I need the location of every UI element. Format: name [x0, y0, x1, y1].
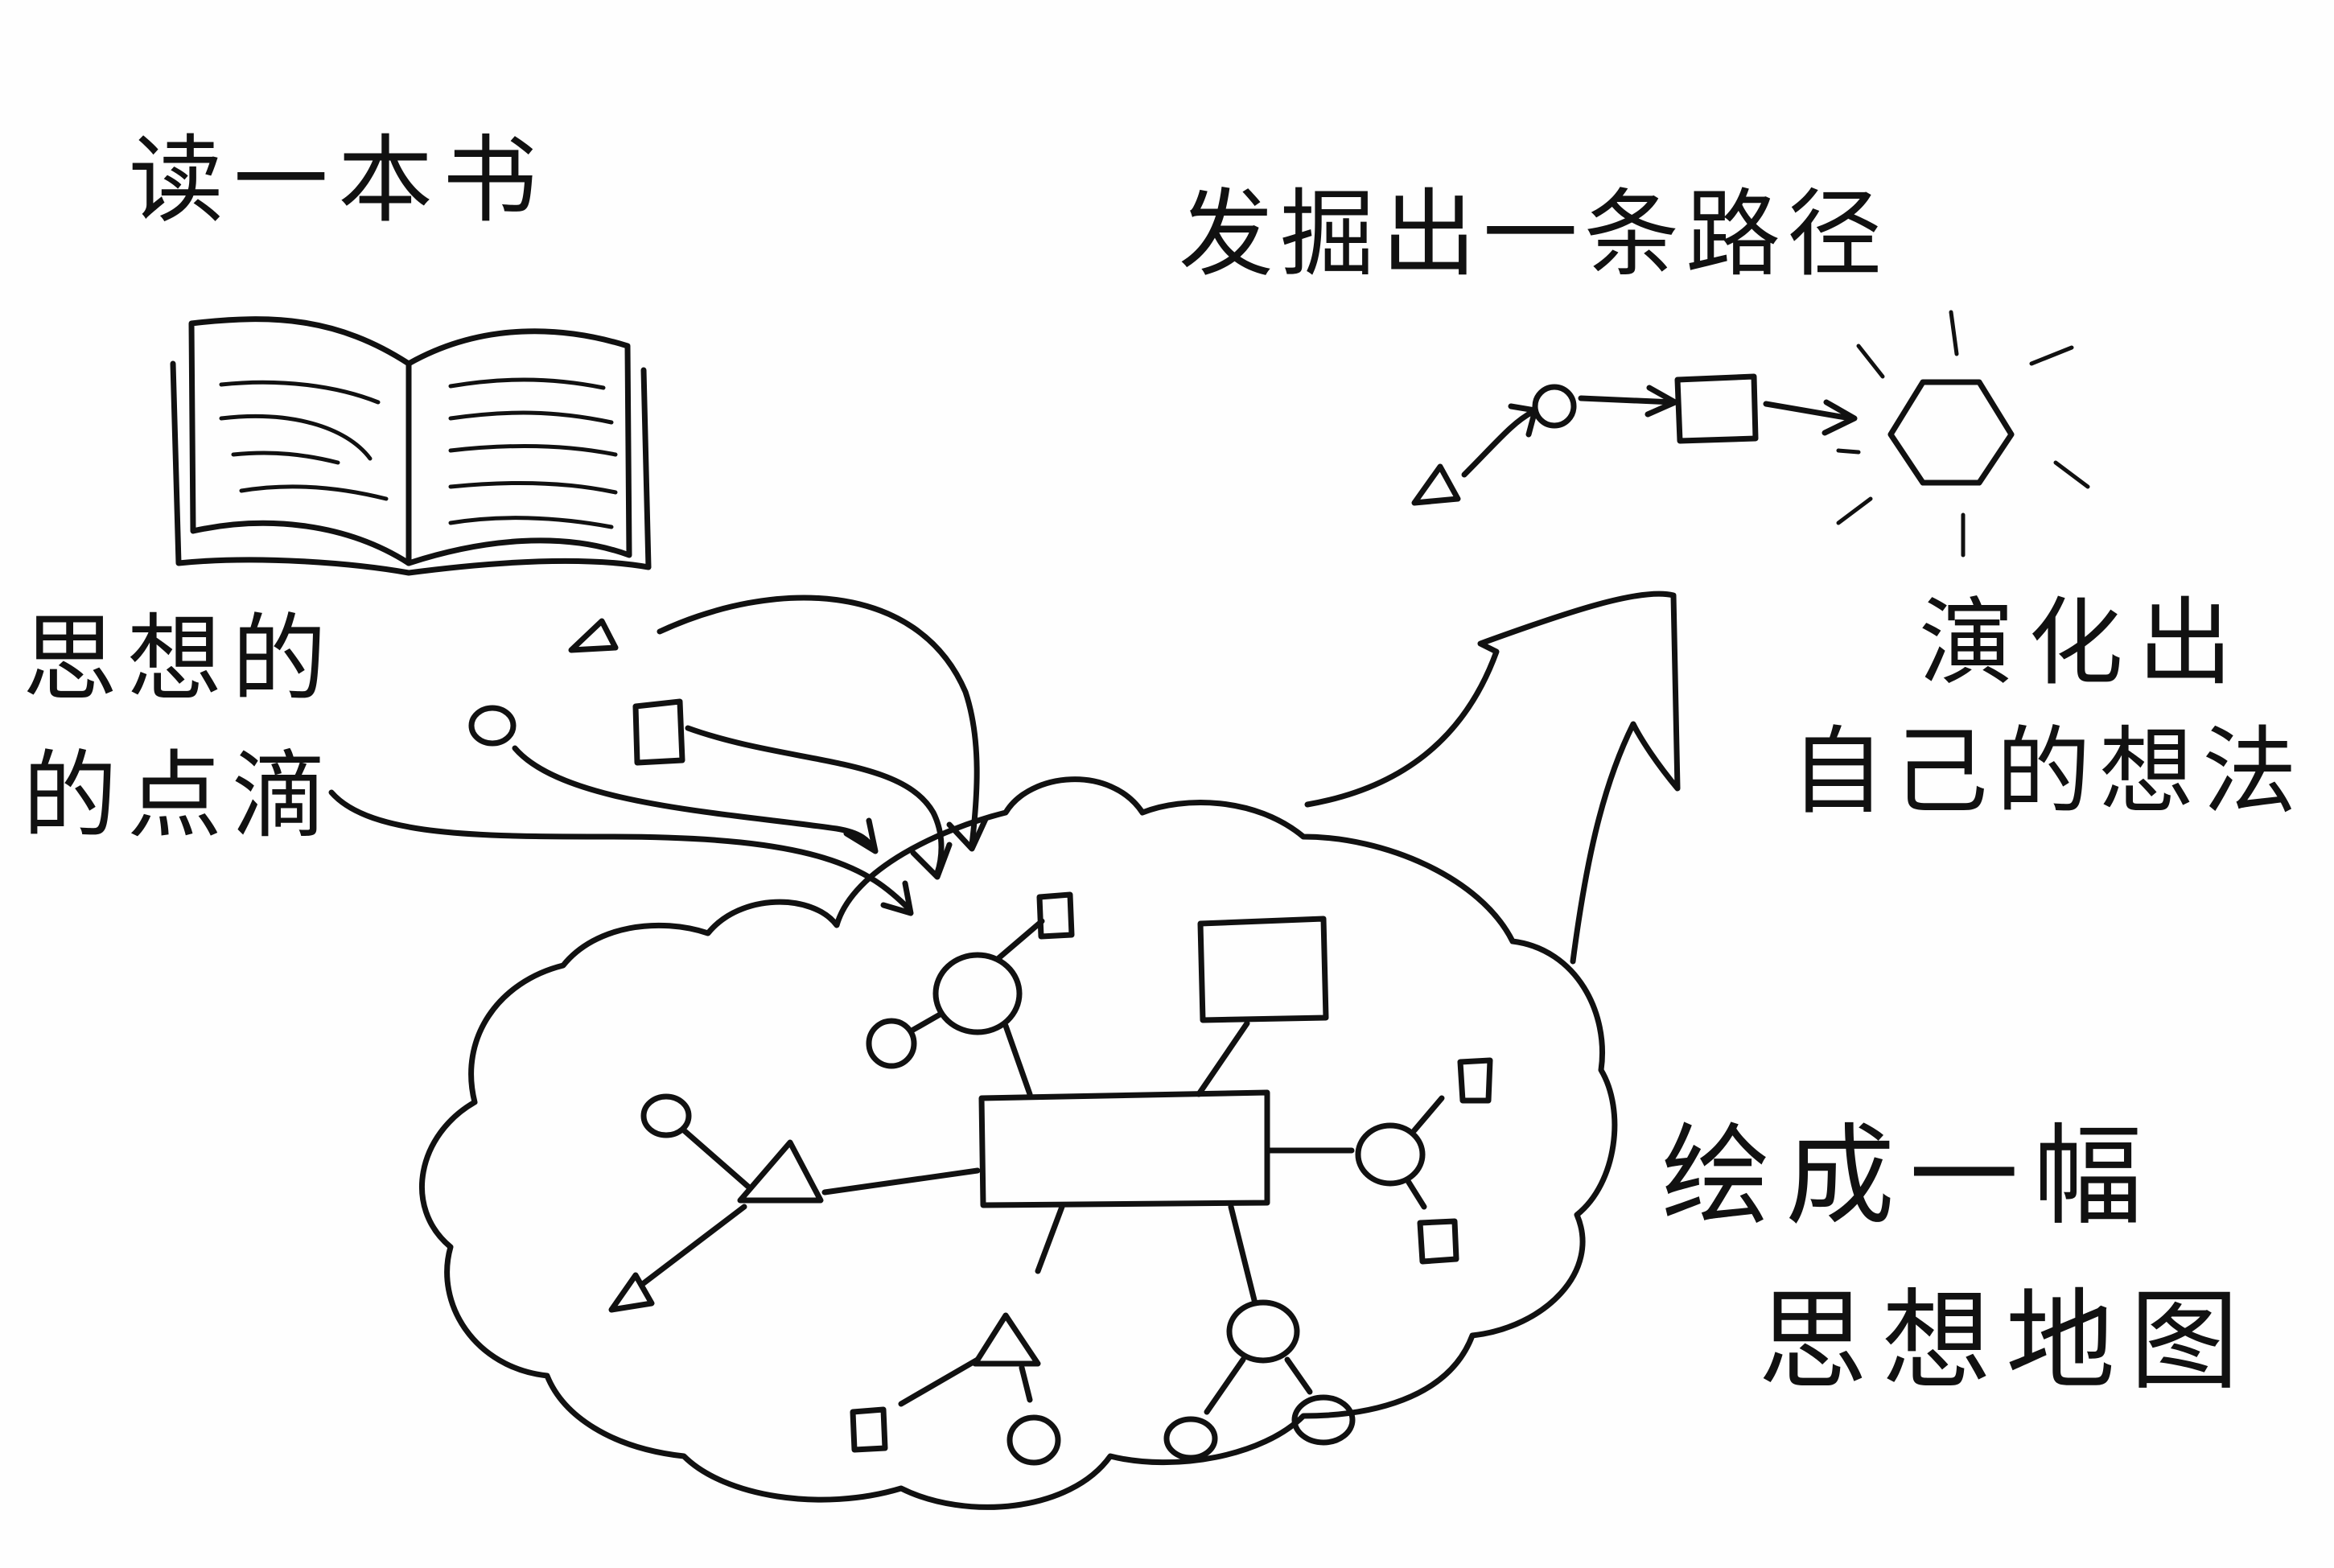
open-book-icon — [170, 316, 652, 576]
small-square-icon — [632, 698, 685, 766]
small-triangle-icon — [568, 618, 619, 653]
evolve-label-line2: 自己的想法 — [1790, 716, 2306, 827]
input-arrows — [328, 595, 989, 916]
read-book-label: 读一本书 — [129, 125, 548, 236]
thought-drops-label-line1: 思想的 — [23, 603, 337, 714]
path-chain — [1411, 310, 2090, 558]
mind-map — [608, 891, 1493, 1466]
thought-drops-label-line2: 的点滴 — [23, 740, 337, 851]
thought-cloud — [419, 776, 1618, 1510]
evolve-label-line1: 演化出 — [1919, 587, 2248, 698]
dig-path-label: 发掘出一条路径 — [1179, 179, 1889, 290]
mind-map-label-line1: 绘成一幅 — [1661, 1113, 2157, 1241]
rising-arrow — [1304, 591, 1681, 965]
mind-map-label-line2: 思想地图 — [1758, 1278, 2254, 1405]
filled-circle-icon — [468, 705, 517, 747]
